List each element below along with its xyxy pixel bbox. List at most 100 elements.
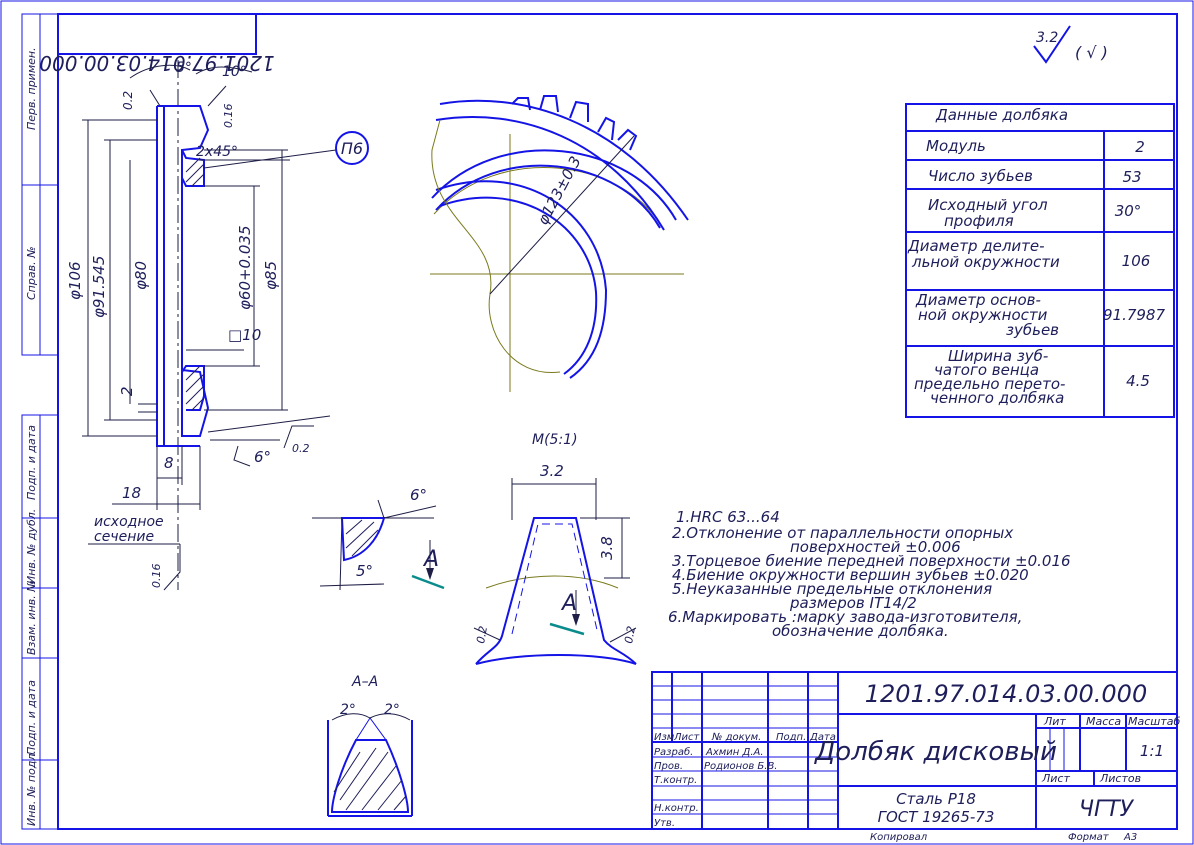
section-view: φ106 φ91.545 φ80 φ60+0.035 φ85 □10 2x45°… <box>66 60 369 591</box>
roughness-value: 3.2 <box>1036 30 1058 46</box>
param-name-width-1: Ширина зуб- <box>948 347 1048 365</box>
role-checker: Пров. <box>654 761 683 772</box>
title-part-name: Долбяк дисковый <box>814 737 1057 767</box>
cut-mark-a <box>411 574 445 590</box>
hatch-bottom <box>185 365 205 411</box>
param-value-base: 91.7987 <box>1103 306 1165 324</box>
tooth-angle6: 6° <box>410 486 427 504</box>
scale-value: 1:1 <box>1140 742 1164 760</box>
dim-r016-top: 0.16 <box>222 104 235 129</box>
title-drawing-number: 1201.97.014.03.00.000 <box>865 680 1147 708</box>
param-value-teeth: 53 <box>1122 168 1141 186</box>
note-3: 3.Торцевое биение передней поверхности ±… <box>672 552 1071 570</box>
side-strip: Перв. примен. Справ. № Подп. и дата Инв.… <box>21 13 59 830</box>
dim-w2: 2 <box>118 386 136 396</box>
role-norm-control: Н.контр. <box>654 803 699 814</box>
format-label: Формат <box>1068 832 1110 843</box>
note-1: 1.HRC 63...64 <box>676 508 780 526</box>
dim-d85: φ85 <box>262 261 280 290</box>
hatch-top <box>185 157 205 187</box>
col-list: Лист <box>673 732 701 743</box>
section-aa-angle-right: 2° <box>384 702 400 718</box>
side-label-sign-date-2: Подп. и дата <box>25 680 38 755</box>
dim-angle5: 5° <box>176 60 192 76</box>
roughness-bracket: ( √ ) <box>1075 43 1108 62</box>
section-aa-title: А–А <box>351 674 378 690</box>
balloon-label: П6 <box>341 139 363 158</box>
param-name-pitch-2: льной окружности <box>911 253 1060 271</box>
copied-label: Копировал <box>870 832 928 843</box>
col-izm: Изм <box>654 732 675 743</box>
note-2b: поверхностей ±0.006 <box>790 538 961 556</box>
role-approved: Утв. <box>654 818 675 829</box>
param-value-angle: 30° <box>1115 202 1142 220</box>
dim-angle6: 6° <box>254 448 271 466</box>
label-scale: Масштаб <box>1128 715 1180 728</box>
drawing-number-mirrored: 1201.97.014.03.00.000 <box>39 51 274 75</box>
dim-chamfer: 2x45° <box>196 144 238 160</box>
dim-w8: 8 <box>164 454 174 472</box>
dim-angle10: 10° <box>222 64 247 80</box>
name-developer: Ахмин Д.А. <box>705 747 764 758</box>
side-label-orig-inv: Инв. № подл. <box>25 750 38 826</box>
tooth-profile: 6° 5° А <box>312 486 445 591</box>
param-name-width-2: чатого венца <box>934 361 1039 379</box>
param-name-module: Модуль <box>926 137 986 155</box>
gear-view: φ123±0.3 <box>430 95 689 392</box>
technical-notes: 1.HRC 63...64 2.Отклонение от параллельн… <box>668 508 1071 640</box>
format-value: А3 <box>1123 832 1137 843</box>
side-label-dup-inv: Инв. № дубл. <box>25 509 38 584</box>
aa-hatch <box>333 747 407 811</box>
side-label-first-use: Перв. примен. <box>25 47 38 130</box>
organization: ЧГТУ <box>1079 797 1135 822</box>
param-name-width-3: предельно перето- <box>914 375 1065 393</box>
dim-d80: φ80 <box>132 261 150 290</box>
name-checker: Родионов Б.В. <box>704 761 778 772</box>
note-2a: 2.Отклонение от параллельности опорных <box>672 524 1013 542</box>
params-table: Данные долбяка Модуль 2 Число зубьев 53 … <box>905 103 1175 418</box>
side-label-sign-date-1: Подп. и дата <box>25 425 38 500</box>
note-5b: размеров IT14/2 <box>789 594 917 612</box>
source-section-line2: сечение <box>94 529 154 545</box>
param-name-base-3: зубьев <box>1006 321 1059 339</box>
detail-m-title: М(5:1) <box>532 432 578 448</box>
param-value-width: 4.5 <box>1126 372 1150 390</box>
label-sheet: Лист <box>1041 772 1070 785</box>
col-doc: № докум. <box>711 732 761 743</box>
label-mass: Масса <box>1086 715 1121 728</box>
title-material-1: Сталь Р18 <box>896 790 976 808</box>
detail-m-r-right: 0.2 <box>622 625 638 644</box>
param-value-pitch: 106 <box>1122 252 1151 270</box>
dim-r02-top: 0.2 <box>121 91 135 110</box>
tooth-angle5: 5° <box>356 562 373 580</box>
title-block: 1201.97.014.03.00.000 Долбяк дисковый Ст… <box>651 671 1180 830</box>
param-name-angle-1: Исходный угол <box>928 196 1048 214</box>
dim-w18: 18 <box>122 484 141 502</box>
label-sheets: Листов <box>1099 772 1141 785</box>
dim-d123: φ123±0.3 <box>534 153 585 228</box>
role-tech-control: Т.контр. <box>654 775 697 786</box>
dim-sq10: □10 <box>228 326 261 344</box>
side-label-ref-no: Справ. № <box>25 246 38 300</box>
dim-d106: φ106 <box>66 261 84 300</box>
detail-m-arrow-label: А <box>560 591 577 616</box>
detail-m: М(5:1) 3.2 3.8 0.2 0.2 А <box>473 432 638 665</box>
source-section-line1: исходное <box>94 514 164 530</box>
cut-mark-detail <box>549 622 585 636</box>
note-6b: обозначение долбяка. <box>772 622 949 640</box>
side-label-replace-inv: Взам. инв. № <box>25 580 38 655</box>
tooth-hatch <box>345 519 379 557</box>
balloon-circle <box>335 131 369 165</box>
dim-r016-bottom: 0.16 <box>150 564 163 589</box>
params-header: Данные долбяка <box>935 106 1068 124</box>
dim-d91545: φ91.545 <box>90 256 108 318</box>
roughness-general: 3.2 ( √ ) <box>1033 25 1108 64</box>
param-value-module: 2 <box>1135 138 1145 156</box>
mirrored-number-box: 1201.97.014.03.00.000 <box>39 13 275 75</box>
param-name-angle-2: профиля <box>944 212 1014 230</box>
section-aa: А–А 2° 2° <box>327 674 413 817</box>
dim-d60: φ60+0.035 <box>236 226 254 311</box>
param-name-width-4: ченного долбяка <box>930 389 1064 407</box>
